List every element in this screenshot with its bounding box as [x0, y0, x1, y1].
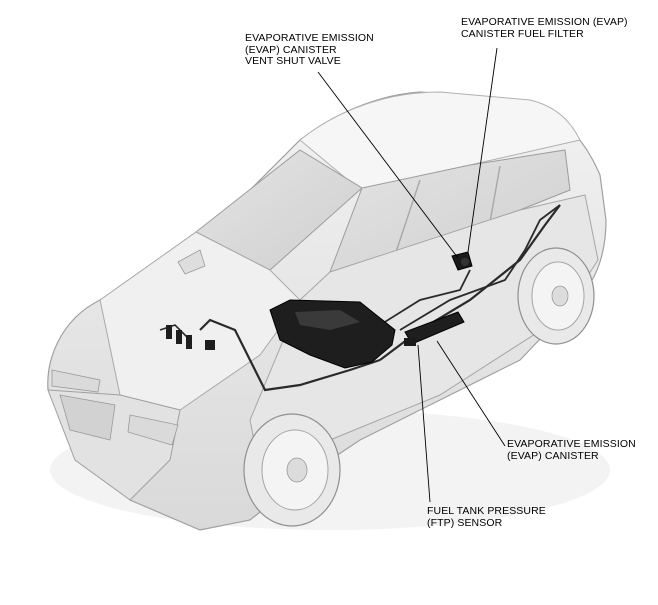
callout-line: EVAPORATIVE EMISSION [245, 32, 374, 44]
headlight-left [51, 369, 101, 393]
evap-lines [159, 204, 561, 392]
leader-fuel-filter [467, 47, 498, 253]
front-wheel [243, 413, 341, 527]
ftp-sensor [404, 338, 416, 346]
callout-ftp-sensor: FUEL TANK PRESSURE (FTP) SENSOR [427, 505, 546, 529]
callout-line: EVAPORATIVE EMISSION [507, 438, 636, 450]
callout-line: (EVAP) CANISTER [245, 43, 337, 56]
leader-lines [317, 47, 506, 503]
side-mirror [177, 249, 206, 275]
rear-wheel [517, 247, 595, 345]
fuel-filter [461, 258, 469, 266]
connector-bracket [166, 325, 215, 350]
callout-line: CANISTER FUEL FILTER [461, 27, 584, 40]
leader-evap-canister [436, 340, 506, 447]
leader-vent-shut-valve [317, 71, 459, 259]
callout-line: EVAPORATIVE EMISSION (EVAP) [461, 16, 628, 28]
callout-vent-shut-valve: EVAPORATIVE EMISSION (EVAP) CANISTER VEN… [245, 32, 374, 68]
grille [59, 394, 116, 441]
callout-evap-canister: EVAPORATIVE EMISSION (EVAP) CANISTER [507, 438, 636, 462]
callout-line: (EVAP) CANISTER [507, 449, 599, 462]
callout-line: VENT SHUT VALVE [245, 55, 341, 67]
car-roof [299, 91, 581, 191]
callout-canister-fuel-filter: EVAPORATIVE EMISSION (EVAP) CANISTER FUE… [461, 16, 628, 40]
headlight [127, 414, 179, 446]
leader-ftp-sensor [417, 344, 431, 503]
callout-line: (FTP) SENSOR [427, 516, 503, 529]
callout-line: FUEL TANK PRESSURE [427, 505, 546, 517]
